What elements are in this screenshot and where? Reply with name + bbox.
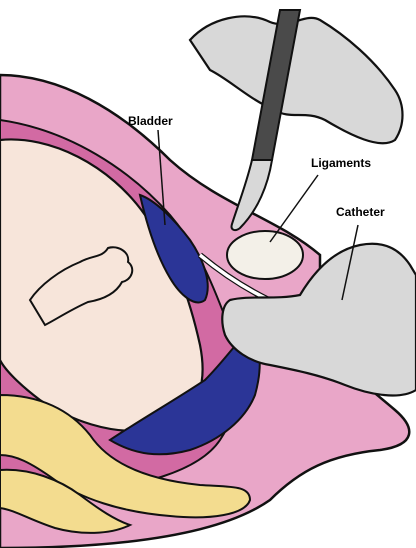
label-catheter: Catheter bbox=[336, 206, 385, 218]
label-ligaments: Ligaments bbox=[311, 157, 371, 169]
label-bladder: Bladder bbox=[128, 115, 173, 127]
incision-opening bbox=[227, 231, 303, 279]
ligaments-leader-line bbox=[270, 175, 318, 242]
